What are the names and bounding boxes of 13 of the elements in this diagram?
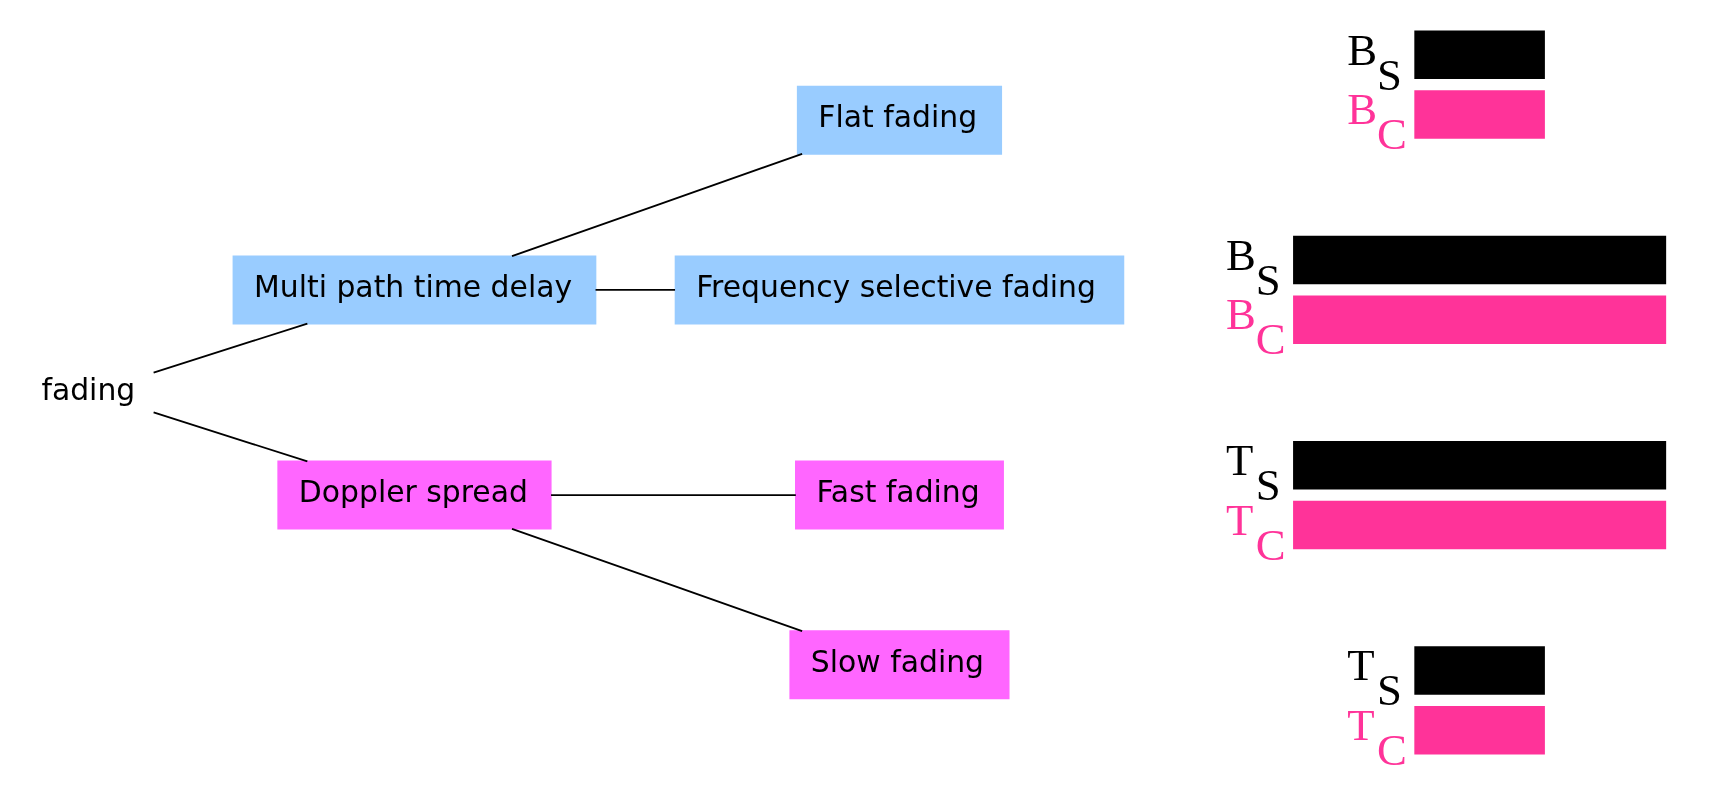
connector: [550, 494, 797, 497]
connector: [511, 152, 804, 258]
node-box: Doppler spread: [277, 460, 552, 530]
connector: [594, 288, 676, 291]
node-box: Slow fading: [789, 630, 1010, 700]
connector: [152, 322, 309, 374]
node-box: Fast fading: [795, 460, 1004, 530]
node-box: Flat fading: [796, 85, 1003, 155]
node-text: fading: [41, 371, 136, 407]
node-box: Frequency selective fading: [674, 255, 1125, 325]
connector: [511, 527, 804, 633]
node-box: Multi path time delay: [232, 255, 597, 325]
connector: [152, 411, 309, 463]
